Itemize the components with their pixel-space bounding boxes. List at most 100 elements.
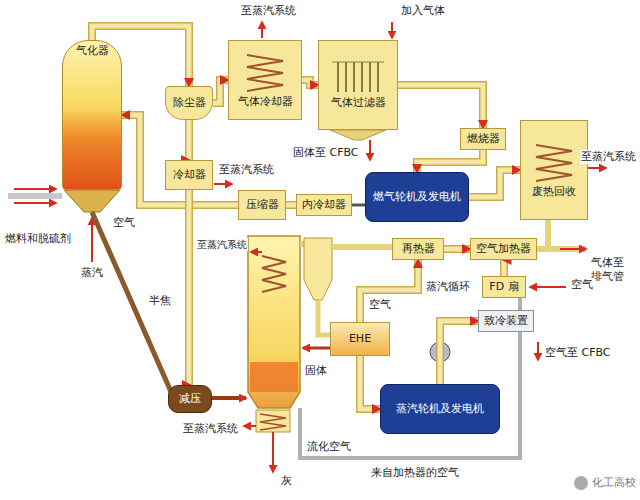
pipe-connector — [213, 80, 228, 103]
pipe-connector — [302, 80, 318, 85]
turbine-shaft — [352, 205, 365, 206]
filter-candles — [361, 62, 363, 92]
pipe-connector — [286, 201, 296, 209]
pipe-connector — [360, 356, 380, 409]
pipe-connector — [360, 356, 380, 409]
node-text: 废热回收 — [532, 185, 576, 199]
filter-candles — [332, 62, 384, 63]
heat-coil — [536, 145, 572, 181]
cfbc-vessel — [250, 362, 298, 392]
bottom-ash-cooler — [244, 410, 290, 472]
flow-arrows — [261, 22, 263, 38]
flow-arrows — [214, 183, 232, 185]
char-pipe — [92, 212, 172, 394]
filter-candles — [353, 62, 355, 92]
node-text: 气化器 — [76, 44, 109, 58]
flow-arrows — [530, 286, 566, 288]
solids-cooler: 冷却器 — [165, 160, 213, 190]
pipe-connector — [469, 170, 520, 197]
pipe-connector — [360, 260, 418, 322]
filter-candles — [377, 62, 379, 92]
pipe-connector — [213, 80, 228, 103]
flow-label: 至蒸汽系统 — [580, 150, 637, 164]
solids-return — [212, 348, 330, 398]
pipe-connector — [122, 115, 238, 205]
gasifier-base — [64, 190, 120, 212]
pipe-connector — [500, 260, 509, 276]
steam-inlet-arrow — [91, 218, 93, 262]
exhaust-pipe — [536, 220, 586, 249]
filter-candles — [369, 62, 371, 92]
pipe-connector — [189, 190, 190, 385]
gasifier-vessel: 气化器 — [62, 40, 122, 190]
steam-inlet-arrow — [92, 218, 93, 262]
pipe-connector — [398, 85, 483, 128]
pipe-connector — [189, 190, 190, 385]
node-text: 燃烧器 — [467, 132, 500, 146]
exhaust-pipe — [536, 246, 586, 252]
pipe-connector — [360, 260, 418, 322]
pipe-connector — [360, 260, 418, 322]
node-text: 气体过滤器 — [331, 96, 386, 110]
cfbc-vessel — [248, 236, 300, 408]
flow-label: 半焦 — [148, 294, 172, 308]
filter-candles — [337, 62, 339, 92]
pipe-connector — [213, 80, 228, 103]
hot-cyclone — [300, 241, 304, 247]
pressure-reducer: 减压 — [168, 385, 212, 413]
flow-label: 空气 — [112, 216, 136, 230]
filter-candles — [330, 60, 386, 96]
filter-hopper — [330, 130, 386, 140]
pipe-connector — [440, 321, 478, 384]
pipe-connector — [185, 120, 193, 160]
cfbc-vessel — [248, 236, 300, 408]
filter-hopper — [369, 140, 371, 160]
gas-filter: 气体过滤器 — [318, 40, 398, 130]
solids-return — [212, 396, 246, 400]
fuel-inlet — [8, 193, 62, 199]
bottom-ash-cooler — [260, 414, 286, 430]
pipe-connector — [503, 260, 505, 276]
air-line — [537, 342, 539, 360]
flow-label: 流化空气 — [306, 440, 352, 454]
pipe-connector — [501, 260, 507, 276]
flow-label: 来自加热器的空气 — [370, 466, 460, 480]
pipe-connector — [286, 205, 296, 206]
node-text: 空气加热器 — [476, 242, 531, 256]
filter-candles — [345, 62, 347, 92]
air-line — [300, 298, 538, 458]
pipe-connector — [302, 80, 318, 85]
compressor: 压缩器 — [238, 190, 286, 220]
ehe-box: EHE — [330, 322, 390, 356]
flow-label: 加入气体 — [400, 4, 446, 18]
air-heater: 空气加热器 — [470, 238, 537, 260]
heat-coil — [247, 55, 283, 91]
flow-arrows — [214, 22, 606, 287]
flow-label: 固体至 CFBC — [292, 146, 360, 160]
gas-cooler: 气体冷却器 — [228, 40, 302, 120]
pipe-connector — [417, 150, 483, 172]
watermark-icon — [574, 476, 588, 490]
node-text: 气体冷却器 — [238, 95, 293, 109]
heat-coil — [237, 51, 293, 95]
pipe-connector — [417, 150, 483, 172]
pipe-connector — [469, 170, 520, 197]
node-text: FD 扇 — [489, 280, 518, 294]
node-text: 再热器 — [402, 242, 435, 256]
flow-label: 至蒸汽系统 — [240, 4, 297, 18]
hot-cyclone — [318, 300, 330, 335]
fuel-inlet — [14, 202, 56, 204]
flow-label: 蒸汽 — [80, 266, 104, 280]
pipe-connector — [302, 80, 318, 85]
flow-label: 气体至 排气管 — [590, 256, 628, 284]
node-text: 压缩器 — [246, 198, 279, 212]
node-text: 冷却器 — [173, 168, 206, 182]
flow-arrows — [391, 22, 393, 38]
char-pipe — [92, 212, 172, 394]
condenser: 致冷装置 — [478, 310, 534, 332]
pipe-connector — [444, 245, 470, 253]
node-text: 致冷装置 — [484, 314, 528, 328]
flow-label: 蒸汽循环 — [425, 280, 471, 294]
pipe-connector — [398, 85, 483, 128]
watermark: 化工高校 — [591, 476, 637, 490]
